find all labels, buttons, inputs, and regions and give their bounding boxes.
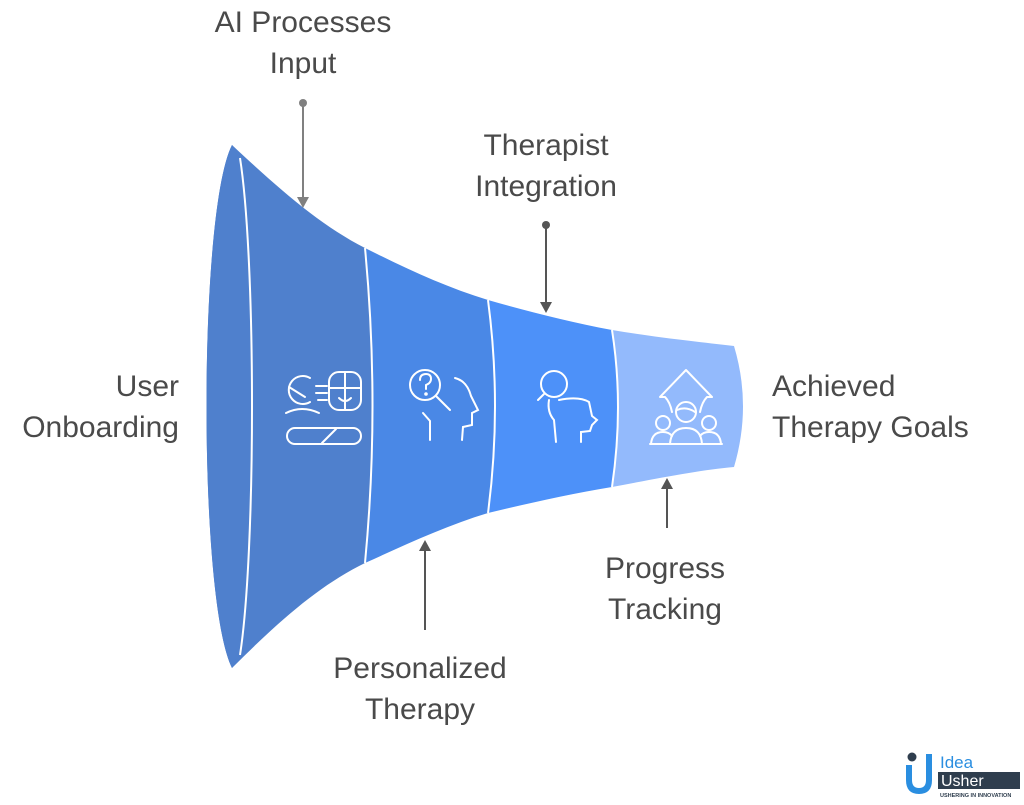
- label-line: AI Processes: [214, 6, 392, 39]
- head-question-magnifier-icon: [409, 369, 480, 441]
- ai-face-scan-icon: [285, 371, 362, 445]
- logo-line1: Idea: [940, 753, 974, 772]
- label-line: Integration: [475, 170, 617, 203]
- label-line: Progress: [604, 552, 726, 585]
- divider-line: [611, 329, 619, 488]
- label-line: Personalized: [333, 652, 507, 685]
- label-line: Onboarding: [22, 411, 179, 444]
- label-therapist-integration: Therapist Integration: [440, 125, 652, 207]
- label-line: Therapy Goals: [772, 411, 969, 444]
- label-achieved-therapy-goals: Achieved Therapy Goals: [772, 366, 1022, 448]
- logo-mark-icon: Idea Usher USHERING IN INNOVATION: [906, 752, 1020, 799]
- arrow-personalized-therapy: [419, 540, 431, 630]
- divider-line: [487, 299, 496, 514]
- arrow-progress-tracking: [661, 478, 673, 528]
- logo-tagline: USHERING IN INNOVATION: [940, 793, 1011, 799]
- logo-line2: Usher: [941, 773, 984, 790]
- label-line: Therapy: [364, 693, 476, 726]
- label-progress-tracking: Progress Tracking: [570, 548, 760, 630]
- label-line: Input: [269, 47, 337, 80]
- funnel-segment-personalized-therapy: [365, 248, 495, 563]
- label-personalized-therapy: Personalized Therapy: [310, 648, 530, 730]
- arrow-ai-processes-input: [297, 99, 309, 208]
- label-line: Achieved: [772, 370, 896, 403]
- funnel-segment-therapist-integration: [488, 300, 618, 513]
- label-user-onboarding: User Onboarding: [0, 366, 179, 448]
- label-line: User: [115, 370, 179, 403]
- funnel-mouth-rim: [206, 145, 252, 668]
- arrow-therapist-integration: [540, 221, 552, 313]
- group-growth-arrow-icon: [649, 369, 723, 445]
- label-line: Tracking: [608, 593, 722, 626]
- divider-line: [364, 247, 374, 564]
- label-line: Therapist: [483, 129, 609, 162]
- divider-line: [239, 157, 253, 656]
- idea-usher-logo: Idea Usher USHERING IN INNOVATION: [900, 748, 1022, 800]
- head-search-icon: [537, 370, 599, 443]
- label-ai-processes-input: AI Processes Input: [196, 2, 410, 84]
